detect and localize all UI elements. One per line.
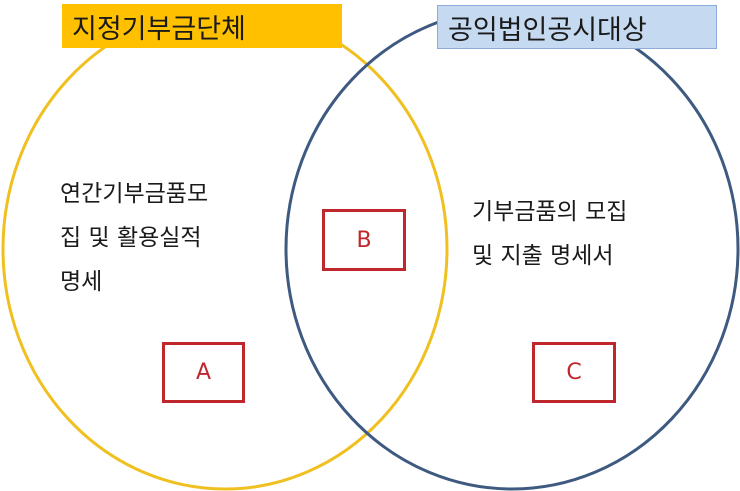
left-set-title-text: 지정기부금단체 bbox=[72, 13, 246, 45]
right-desc-line-2: 및 지출 명세서 bbox=[472, 243, 614, 269]
right-desc-line-1: 기부금품의 모집 bbox=[472, 199, 628, 225]
region-b-box: B bbox=[322, 209, 406, 271]
left-desc-line-2: 집 및 활용실적 bbox=[60, 225, 202, 251]
region-a-box: A bbox=[162, 342, 245, 403]
region-b-label: B bbox=[356, 227, 372, 253]
left-set-description: 연간기부금품모 집 및 활용실적 명세 bbox=[60, 172, 208, 304]
region-c-label: C bbox=[566, 360, 582, 385]
left-desc-line-1: 연간기부금품모 bbox=[60, 181, 209, 207]
right-set-title: 공익법인공시대상 bbox=[437, 5, 717, 49]
region-c-box: C bbox=[532, 342, 616, 403]
left-desc-line-3: 명세 bbox=[60, 269, 103, 295]
left-set-title: 지정기부금단체 bbox=[62, 4, 342, 48]
region-a-label: A bbox=[195, 360, 212, 385]
right-set-title-text: 공익법인공시대상 bbox=[448, 14, 647, 46]
right-set-description: 기부금품의 모집 및 지출 명세서 bbox=[472, 190, 627, 278]
